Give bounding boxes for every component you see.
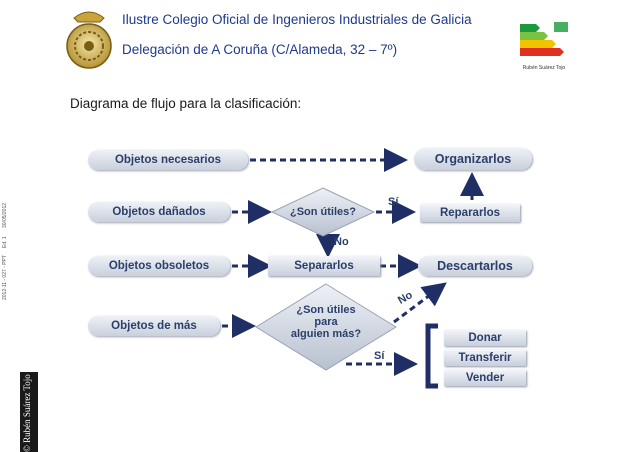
energy-logo-caption: Rubén Suárez Tojo: [522, 65, 566, 71]
label-yes-1: Sí: [388, 196, 399, 208]
decision-useful-others-line3: alguien más?: [290, 328, 362, 340]
label-no-1: No: [334, 236, 349, 248]
node-separate: Separarlos: [268, 256, 380, 276]
node-damaged-objects: Objetos dañados: [88, 202, 230, 222]
college-seal-logo: [60, 6, 118, 72]
node-surplus-objects: Objetos de más: [88, 316, 220, 336]
label-yes-2: Sí: [374, 350, 385, 362]
node-organize: Organizarlos: [414, 148, 532, 170]
copyright-strip: [20, 372, 38, 452]
option-transfer: Transferir: [444, 350, 526, 366]
node-repair: Repararlos: [420, 204, 520, 222]
node-obsolete-objects: Objetos obsoletos: [88, 256, 230, 276]
option-sell: Vender: [444, 370, 526, 386]
decision-useful-others-diamond: [255, 283, 397, 371]
decision-useful-others-line1: ¿Son útiles: [296, 304, 356, 316]
decision-useful-others-line2: para: [314, 316, 338, 328]
node-necessary-objects: Objetos necesarios: [88, 150, 248, 170]
diagram-title: Diagrama de flujo para la clasificación:: [70, 96, 302, 111]
header-subtitle: Delegación de A Coruña (C/Alameda, 32 – …: [122, 42, 398, 57]
header-title: Ilustre Colegio Oficial de Ingenieros In…: [122, 12, 472, 27]
decision-useful-label: ¿Son útiles?: [290, 206, 356, 218]
node-discard: Descartarlos: [418, 256, 532, 276]
energy-rating-logo: Rubén Suárez Tojo: [514, 18, 574, 71]
option-donate: Donar: [444, 330, 526, 346]
decision-useful-diamond: [270, 187, 376, 237]
